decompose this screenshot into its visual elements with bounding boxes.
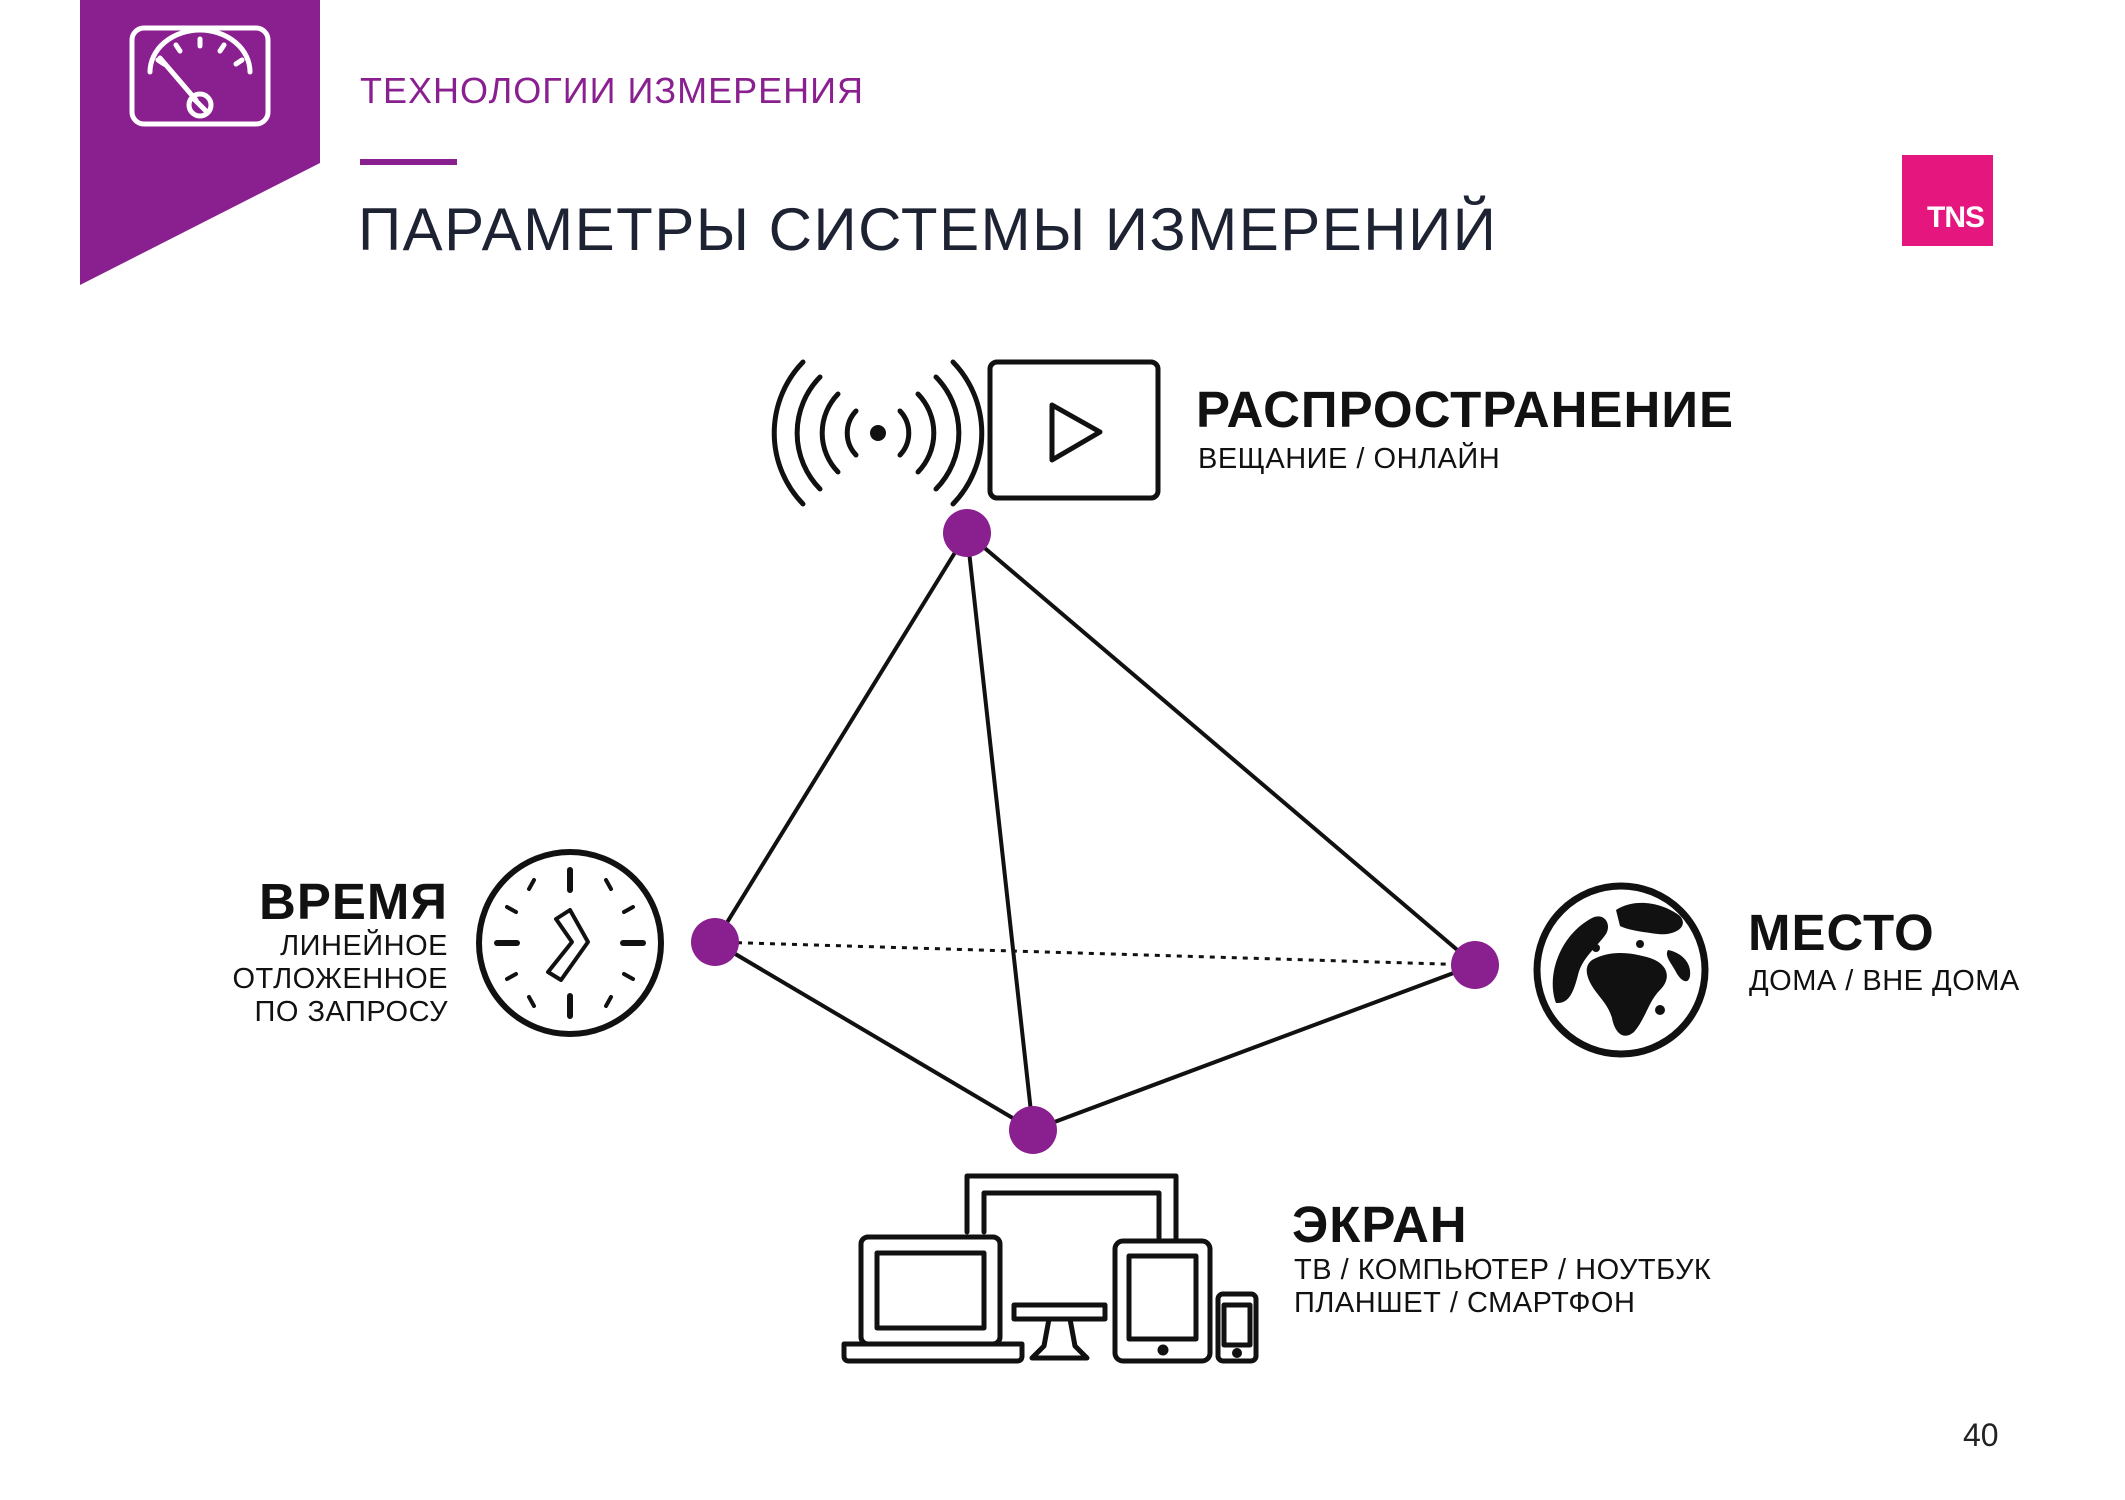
title-underline <box>360 159 457 165</box>
edge-time-screen <box>713 940 1035 1132</box>
edge-distribution-time <box>713 531 969 944</box>
node-distribution <box>943 509 991 557</box>
corner-banner-shape <box>80 0 320 285</box>
edge-time-place-hidden <box>714 940 1476 967</box>
screen-subtitle-line: ТВ / КОМПЬЮТЕР / НОУТБУК <box>1294 1254 1712 1286</box>
page-title: ПАРАМЕТРЫ СИСТЕМЫ ИЗМЕРЕНИЙ <box>358 196 1498 263</box>
screen-subtitle: ТВ / КОМПЬЮТЕР / НОУТБУК ПЛАНШЕТ / СМАРТ… <box>1294 1254 1711 1320</box>
time-title: ВРЕМЯ <box>258 873 448 930</box>
time-subtitle: ЛИНЕЙНОЕ ОТЛОЖЕННОЕ ПО ЗАПРОСУ <box>233 930 449 1029</box>
distribution-title: РАСПРОСТРАНЕНИЕ <box>1196 381 1735 438</box>
distribution-subtitle: ВЕЩАНИЕ / ОНЛАЙН <box>1198 443 1500 476</box>
screen-title: ЭКРАН <box>1292 1196 1468 1253</box>
broadcast-icon <box>771 359 985 507</box>
section-label: ТЕХНОЛОГИИ ИЗМЕРЕНИЯ <box>360 70 864 111</box>
logo-text: TNS <box>1927 201 1985 234</box>
page-number: 40 <box>1963 1417 1999 1453</box>
corner-banner <box>80 0 320 285</box>
edge-distribution-screen <box>965 532 1035 1131</box>
node-place <box>1451 941 1499 989</box>
diagram-edges <box>713 531 1477 1132</box>
node-time <box>691 918 739 966</box>
play-video-icon <box>987 359 1161 501</box>
screen-subtitle-line: ПЛАНШЕТ / СМАРТФОН <box>1294 1287 1636 1319</box>
time-subtitle-line: ОТЛОЖЕННОЕ <box>232 963 448 995</box>
place-subtitle-line: ДОМА / ВНЕ ДОМА <box>1749 965 2020 997</box>
time-subtitle-line: ЛИНЕЙНОЕ <box>280 930 448 962</box>
edge-screen-place <box>1032 963 1476 1132</box>
distribution-subtitle-line: ВЕЩАНИЕ / ОНЛАЙН <box>1198 443 1501 475</box>
edge-distribution-place <box>965 531 1477 967</box>
node-screen <box>1009 1106 1057 1154</box>
place-subtitle: ДОМА / ВНЕ ДОМА <box>1749 965 2020 998</box>
globe-icon <box>1533 882 1709 1058</box>
place-title: МЕСТО <box>1748 904 1935 961</box>
clock-icon <box>476 849 664 1037</box>
gauge-icon <box>129 25 271 127</box>
diagram-nodes <box>691 509 1499 1154</box>
time-subtitle-line: ПО ЗАПРОСУ <box>254 996 448 1028</box>
tns-logo: TNS <box>1902 155 1993 246</box>
devices-icon <box>841 1173 1259 1364</box>
